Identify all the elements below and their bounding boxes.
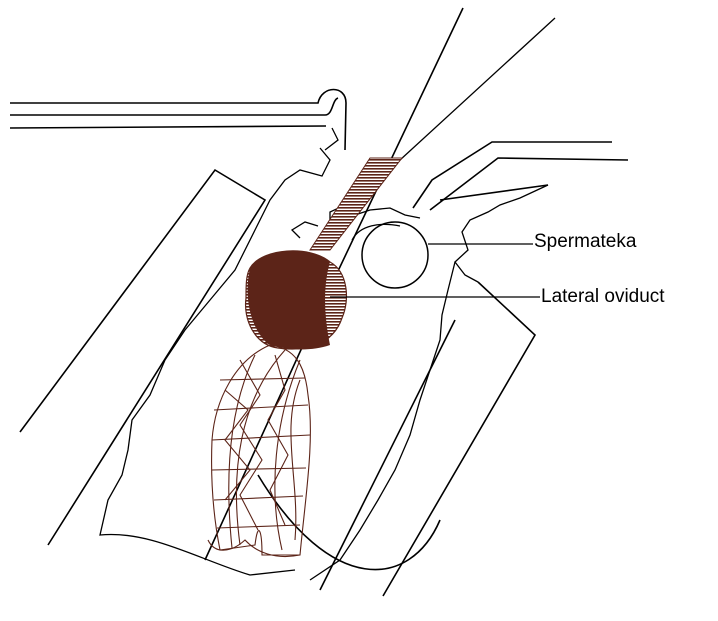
lateral-oviduct [246, 251, 347, 350]
ovary [208, 345, 310, 557]
injection-needle [310, 18, 555, 250]
lateral-oviduct-label: Lateral oviduct [541, 287, 665, 306]
spermatheca [352, 222, 428, 288]
spermateka-label: Spermateka [534, 232, 636, 251]
